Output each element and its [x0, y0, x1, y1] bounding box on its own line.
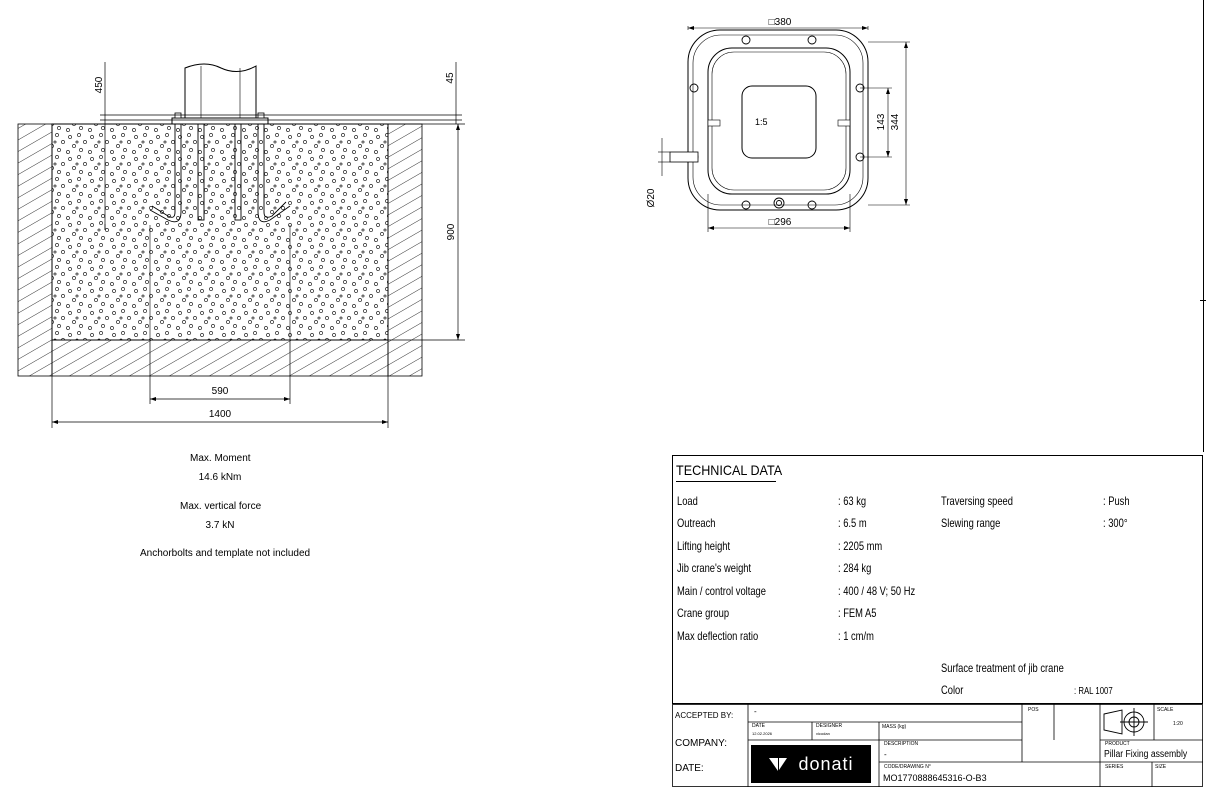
scale-value: 1:20 [1173, 721, 1183, 727]
dim-900: 900 [446, 223, 457, 240]
dim-1400: 1400 [209, 409, 232, 420]
td-weight-value: : 284 kg [838, 561, 872, 575]
dim-450: 450 [94, 76, 105, 93]
cable-inlet [669, 151, 699, 163]
designer-value: vicodan [816, 731, 830, 736]
plate-outline [687, 29, 869, 211]
date-header: DATE [752, 723, 765, 729]
ground-hatch-right [387, 123, 423, 377]
td-lifting-value: : 2205 mm [838, 539, 883, 553]
product-header: PRODUCT [1105, 741, 1130, 747]
size-header: SIZE [1155, 764, 1167, 770]
base-plate [171, 117, 269, 125]
td-deflection-value: : 1 cm/m [838, 629, 874, 643]
td-traversing-value: : Push [1103, 494, 1130, 508]
dim-d20: Ø20 [646, 188, 657, 207]
technical-title-underline [676, 481, 776, 482]
td-load-value: : 63 kg [838, 494, 867, 508]
td-voltage-label: Main / control voltage [677, 584, 766, 598]
mass-header: MASS (kg) [882, 724, 907, 730]
td-weight-label: Jib crane's weight [677, 561, 752, 575]
page-border-right [1203, 0, 1204, 452]
series-header: SERIES [1105, 764, 1124, 770]
td-slewing-label: Slewing range [941, 516, 1001, 530]
donati-logo: donati [751, 745, 871, 783]
td-load-label: Load [677, 494, 698, 508]
td-color-value: : RAL 1007 [1074, 686, 1113, 697]
ground-hatch-left [17, 123, 53, 377]
td-group-value: : FEM A5 [838, 606, 877, 620]
company-label: COMPANY: [675, 738, 728, 749]
code-value: MO1770888645316-O-B3 [883, 773, 987, 783]
td-outreach-label: Outreach [677, 516, 716, 530]
dim-296: □296 [769, 217, 792, 228]
designer-header: DESIGNER [816, 723, 843, 729]
code-header: CODE/DRAWING N° [884, 764, 931, 770]
dim-380: □380 [769, 17, 792, 28]
td-voltage-value: : 400 / 48 V; 50 Hz [838, 584, 916, 598]
scale-header: SCALE [1157, 707, 1174, 713]
description-header: DESCRIPTION [884, 741, 919, 747]
dim-344: 344 [890, 113, 901, 130]
dim-590: 590 [212, 386, 229, 397]
page-border-tick [1200, 300, 1206, 301]
anchor-bolts [149, 123, 291, 223]
pos-header: POS [1028, 707, 1039, 713]
technical-data-title: TECHNICAL DATA [676, 462, 783, 478]
ground-hatch-bottom [51, 339, 389, 377]
anchor-note: Anchorbolts and template not included [140, 548, 311, 559]
td-surface-label: Surface treatment of jib crane [941, 661, 1064, 675]
dim-45: 45 [445, 72, 456, 84]
td-deflection-label: Max deflection ratio [677, 629, 759, 643]
pillar [184, 63, 257, 120]
projection-symbol-icon [1103, 708, 1148, 736]
donati-logo-mark-icon [769, 758, 788, 771]
max-moment-value: 14.6 kNm [198, 472, 242, 483]
td-lifting-label: Lifting height [677, 539, 731, 553]
max-force-value: 3.7 kN [205, 520, 235, 531]
max-moment-label: Max. Moment [190, 453, 251, 464]
dim-143: 143 [876, 113, 887, 130]
accepted-by-label: ACCEPTED BY: [675, 711, 734, 720]
date-label: DATE: [675, 763, 704, 774]
accepted-by-value: - [754, 707, 757, 716]
td-group-label: Crane group [677, 606, 730, 620]
description-value: - [884, 750, 887, 759]
bolt-holes [689, 35, 865, 210]
technical-data-panel [672, 455, 1203, 704]
scale-label-1-5: 1:5 [755, 117, 768, 127]
foundation-side-view: 450 45 900 590 1400 [17, 62, 465, 428]
base-plate-top-view: 1:5 □380 □296 143 344 Ø20 [646, 17, 910, 232]
td-slewing-value: : 300° [1103, 516, 1128, 530]
plate-cutout [741, 85, 817, 159]
td-traversing-label: Traversing speed [941, 494, 1013, 508]
td-color-label: Color [941, 683, 964, 697]
date-value: 12.02.2026 [752, 731, 773, 736]
donati-logo-text: donati [798, 753, 854, 774]
concrete-foundation [51, 123, 389, 341]
max-force-label: Max. vertical force [180, 501, 262, 512]
td-outreach-value: : 6.5 m [838, 516, 867, 530]
product-value: Pillar Fixing assembly [1104, 749, 1188, 760]
